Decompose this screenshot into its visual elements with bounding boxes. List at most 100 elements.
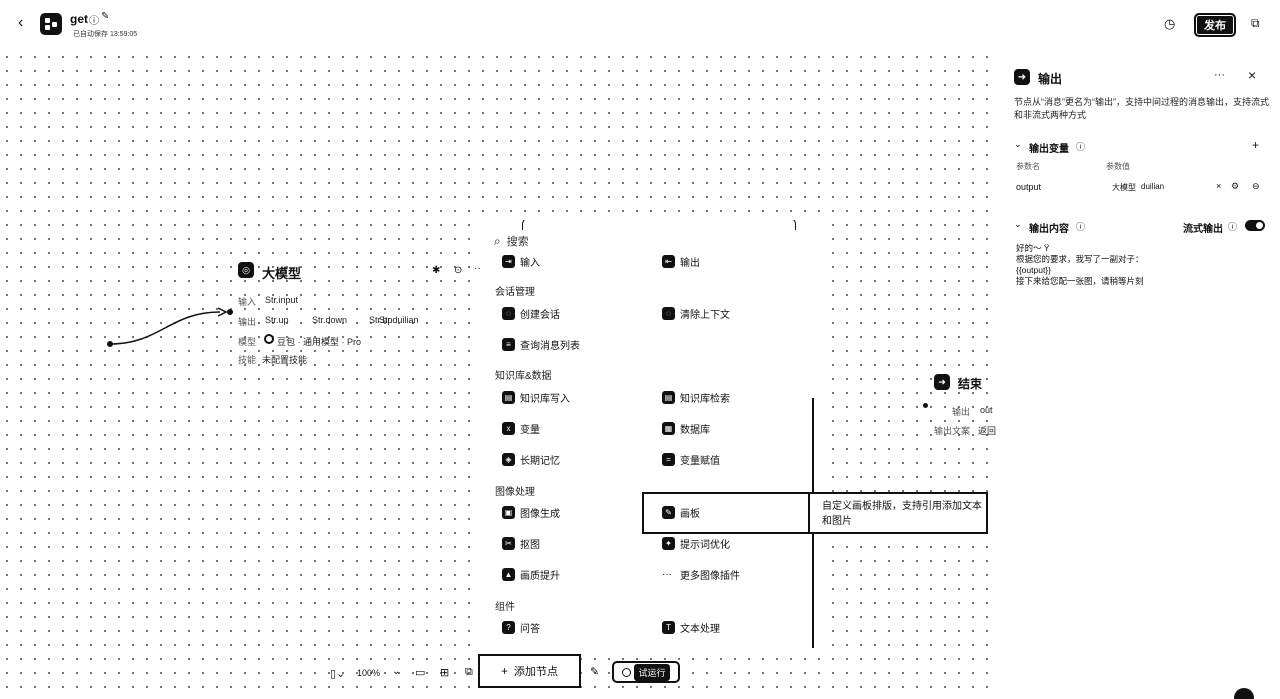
assign-icon: = [662, 453, 675, 466]
minimap-icon[interactable]: ⧉ [465, 666, 473, 678]
node-more-icon[interactable]: ··· [474, 263, 484, 274]
help-icon[interactable]: ⓘ [1228, 222, 1238, 232]
add-node-button[interactable]: + 添加节点 [478, 654, 581, 688]
skill-value: 未配置技能 [262, 355, 308, 365]
test-run-button[interactable]: 试运行 [612, 661, 680, 683]
zoom-dropdown-icon[interactable]: ⌄ [392, 666, 401, 677]
output-tag: Str.up [265, 315, 289, 325]
panel-close-icon[interactable]: × [1248, 67, 1257, 83]
help-icon[interactable]: ⓘ [1076, 142, 1086, 152]
menu-item-clear-context[interactable]: ◌清除上下文 [662, 306, 730, 321]
model-value: 豆包 · 通用模型 · Pro [277, 337, 362, 347]
end-node-port[interactable] [923, 403, 928, 408]
clear-value-icon[interactable]: × [1216, 181, 1222, 191]
section-title: 知识库&数据 [495, 371, 552, 382]
section-title: 组件 [495, 602, 515, 613]
add-var-button[interactable]: + [1252, 138, 1260, 152]
menu-item-qa[interactable]: ?问答 [502, 620, 540, 635]
publish-button[interactable]: 发布 [1194, 13, 1236, 37]
collapse-icon[interactable]: ⌄ [1014, 139, 1022, 149]
input-label: 输入 [238, 297, 257, 307]
zoom-level[interactable]: 100% [357, 668, 381, 678]
menu-item-long-term-memory[interactable]: ◈长期记忆 [502, 452, 560, 467]
end-output-value: out [980, 405, 993, 415]
menu-item-prompt-optimize[interactable]: ✦提示词优化 [662, 536, 730, 551]
var-value[interactable]: duilian [1141, 182, 1165, 191]
panel-more-icon[interactable]: ··· [1214, 69, 1225, 81]
search-box[interactable]: ⌕ 搜索 [494, 230, 810, 252]
kb-search-icon: ▤ [662, 391, 675, 404]
connection-edge [107, 307, 233, 347]
menu-item-quality-up[interactable]: ▲画质提升 [502, 567, 560, 582]
menu-item-variable-assign[interactable]: =变量赋值 [662, 452, 720, 467]
panel-title: 输出 [1038, 72, 1063, 86]
search-input[interactable]: 搜索 [506, 236, 529, 248]
menu-item-input[interactable]: ⇥输入 [502, 254, 540, 269]
canvas-icon: ✎ [662, 506, 675, 519]
menu-item-create-conversation[interactable]: ◌创建会话 [502, 306, 560, 321]
edit-icon[interactable]: ✎ [101, 11, 110, 22]
output-label: 输出 [238, 317, 257, 327]
layout-icon[interactable]: ⊞ [440, 667, 450, 679]
end-node-title: 结束 [958, 377, 983, 391]
menu-item-database[interactable]: ▦数据库 [662, 421, 710, 436]
var-name-input[interactable]: output [1016, 182, 1042, 192]
end-icon: ➜ [934, 374, 950, 390]
llm-node[interactable]: ◎ 大模型 ✱ ⊙ ··· 输入 Str.input 输出 Str.up Str… [238, 262, 488, 372]
debug-icon[interactable]: ✱ [432, 265, 441, 276]
back-icon[interactable]: ‹ [18, 14, 24, 31]
popup-top-edge [522, 220, 796, 230]
comment-icon[interactable]: ▭ [415, 667, 426, 679]
menu-item-kb-write[interactable]: ▤知识库写入 [502, 390, 570, 405]
end-text-value: 返回 [978, 426, 997, 436]
end-node[interactable]: ➜ 结束 输出 out 输出文案 返回 [922, 372, 1000, 442]
output-config-panel: ➜ 输出 ··· × 节点从“消息”更名为“输出”，支持中间过程的消息输出，支持… [1000, 50, 1280, 699]
history-icon[interactable]: ◷ [1164, 16, 1176, 31]
test-run-label: 试运行 [634, 663, 670, 681]
clear-icon: ◌ [662, 307, 675, 320]
output-tag: Str.down [312, 315, 348, 325]
model-icon [264, 334, 274, 344]
content-line: 根据您的要求，我写了一副对子： [1016, 254, 1144, 264]
remove-var-icon[interactable]: ⊖ [1252, 181, 1260, 191]
memory-icon: ◈ [502, 453, 515, 466]
canvas-item-tooltip: 自定义画板排版，支持引用添加文本和图片 [642, 492, 988, 534]
output-vars-title: 输出变量 [1029, 144, 1069, 155]
llm-node-title: 大模型 [262, 266, 302, 281]
list-icon: ≡ [502, 338, 515, 351]
settings-icon[interactable]: ⚙ [1231, 181, 1240, 191]
pointer-mode-icon[interactable]: ▯⌄ [330, 668, 346, 680]
text-icon: T [662, 621, 675, 634]
run-node-icon[interactable]: ⊙ [454, 265, 463, 276]
menu-item-canvas-highlight[interactable]: ✎画板 [662, 505, 700, 520]
qa-icon: ? [502, 621, 515, 634]
menu-item-output[interactable]: ⇤输出 [662, 254, 700, 269]
bottom-toolbar: ▯⌄ 100% ⌄ ▭ ⊞ ⧉ ✎ [320, 655, 700, 691]
tooltip-divider [808, 492, 810, 534]
model-label: 模型 [238, 337, 257, 347]
output-content-editor[interactable]: 好的～ Ÿ 根据您的要求，我写了一副对子： {{output}} 接下来给您配一… [1016, 243, 1274, 287]
var-source[interactable]: 大模型 [1112, 183, 1136, 192]
collapse-icon[interactable]: ⌄ [1014, 219, 1022, 229]
output-tag: Str.hp [369, 315, 393, 325]
assistant-icon[interactable] [1234, 688, 1254, 699]
tool-icon[interactable]: ✎ [590, 666, 600, 678]
database-icon: ▦ [662, 422, 675, 435]
copy-icon[interactable]: ⧉ [1251, 16, 1260, 30]
image-icon: ▣ [502, 506, 515, 519]
chat-icon: ◌ [502, 307, 515, 320]
info-icon[interactable]: ⓘ [89, 16, 99, 27]
menu-item-image-gen[interactable]: ▣图像生成 [502, 505, 560, 520]
menu-item-cutout[interactable]: ✂抠图 [502, 536, 540, 551]
stream-toggle[interactable] [1245, 220, 1265, 231]
skill-label: 技能 [238, 355, 257, 365]
menu-item-more-image-plugins[interactable]: ···更多图像插件 [662, 569, 740, 582]
save-status: 已自动保存 13:59:05 [73, 31, 138, 38]
input-icon: ⇥ [502, 255, 515, 268]
menu-item-query-messages[interactable]: ≡查询消息列表 [502, 337, 580, 352]
menu-item-kb-search[interactable]: ▤知识库检索 [662, 390, 730, 405]
help-icon[interactable]: ⓘ [1076, 222, 1086, 232]
output-icon: ⇤ [662, 255, 675, 268]
